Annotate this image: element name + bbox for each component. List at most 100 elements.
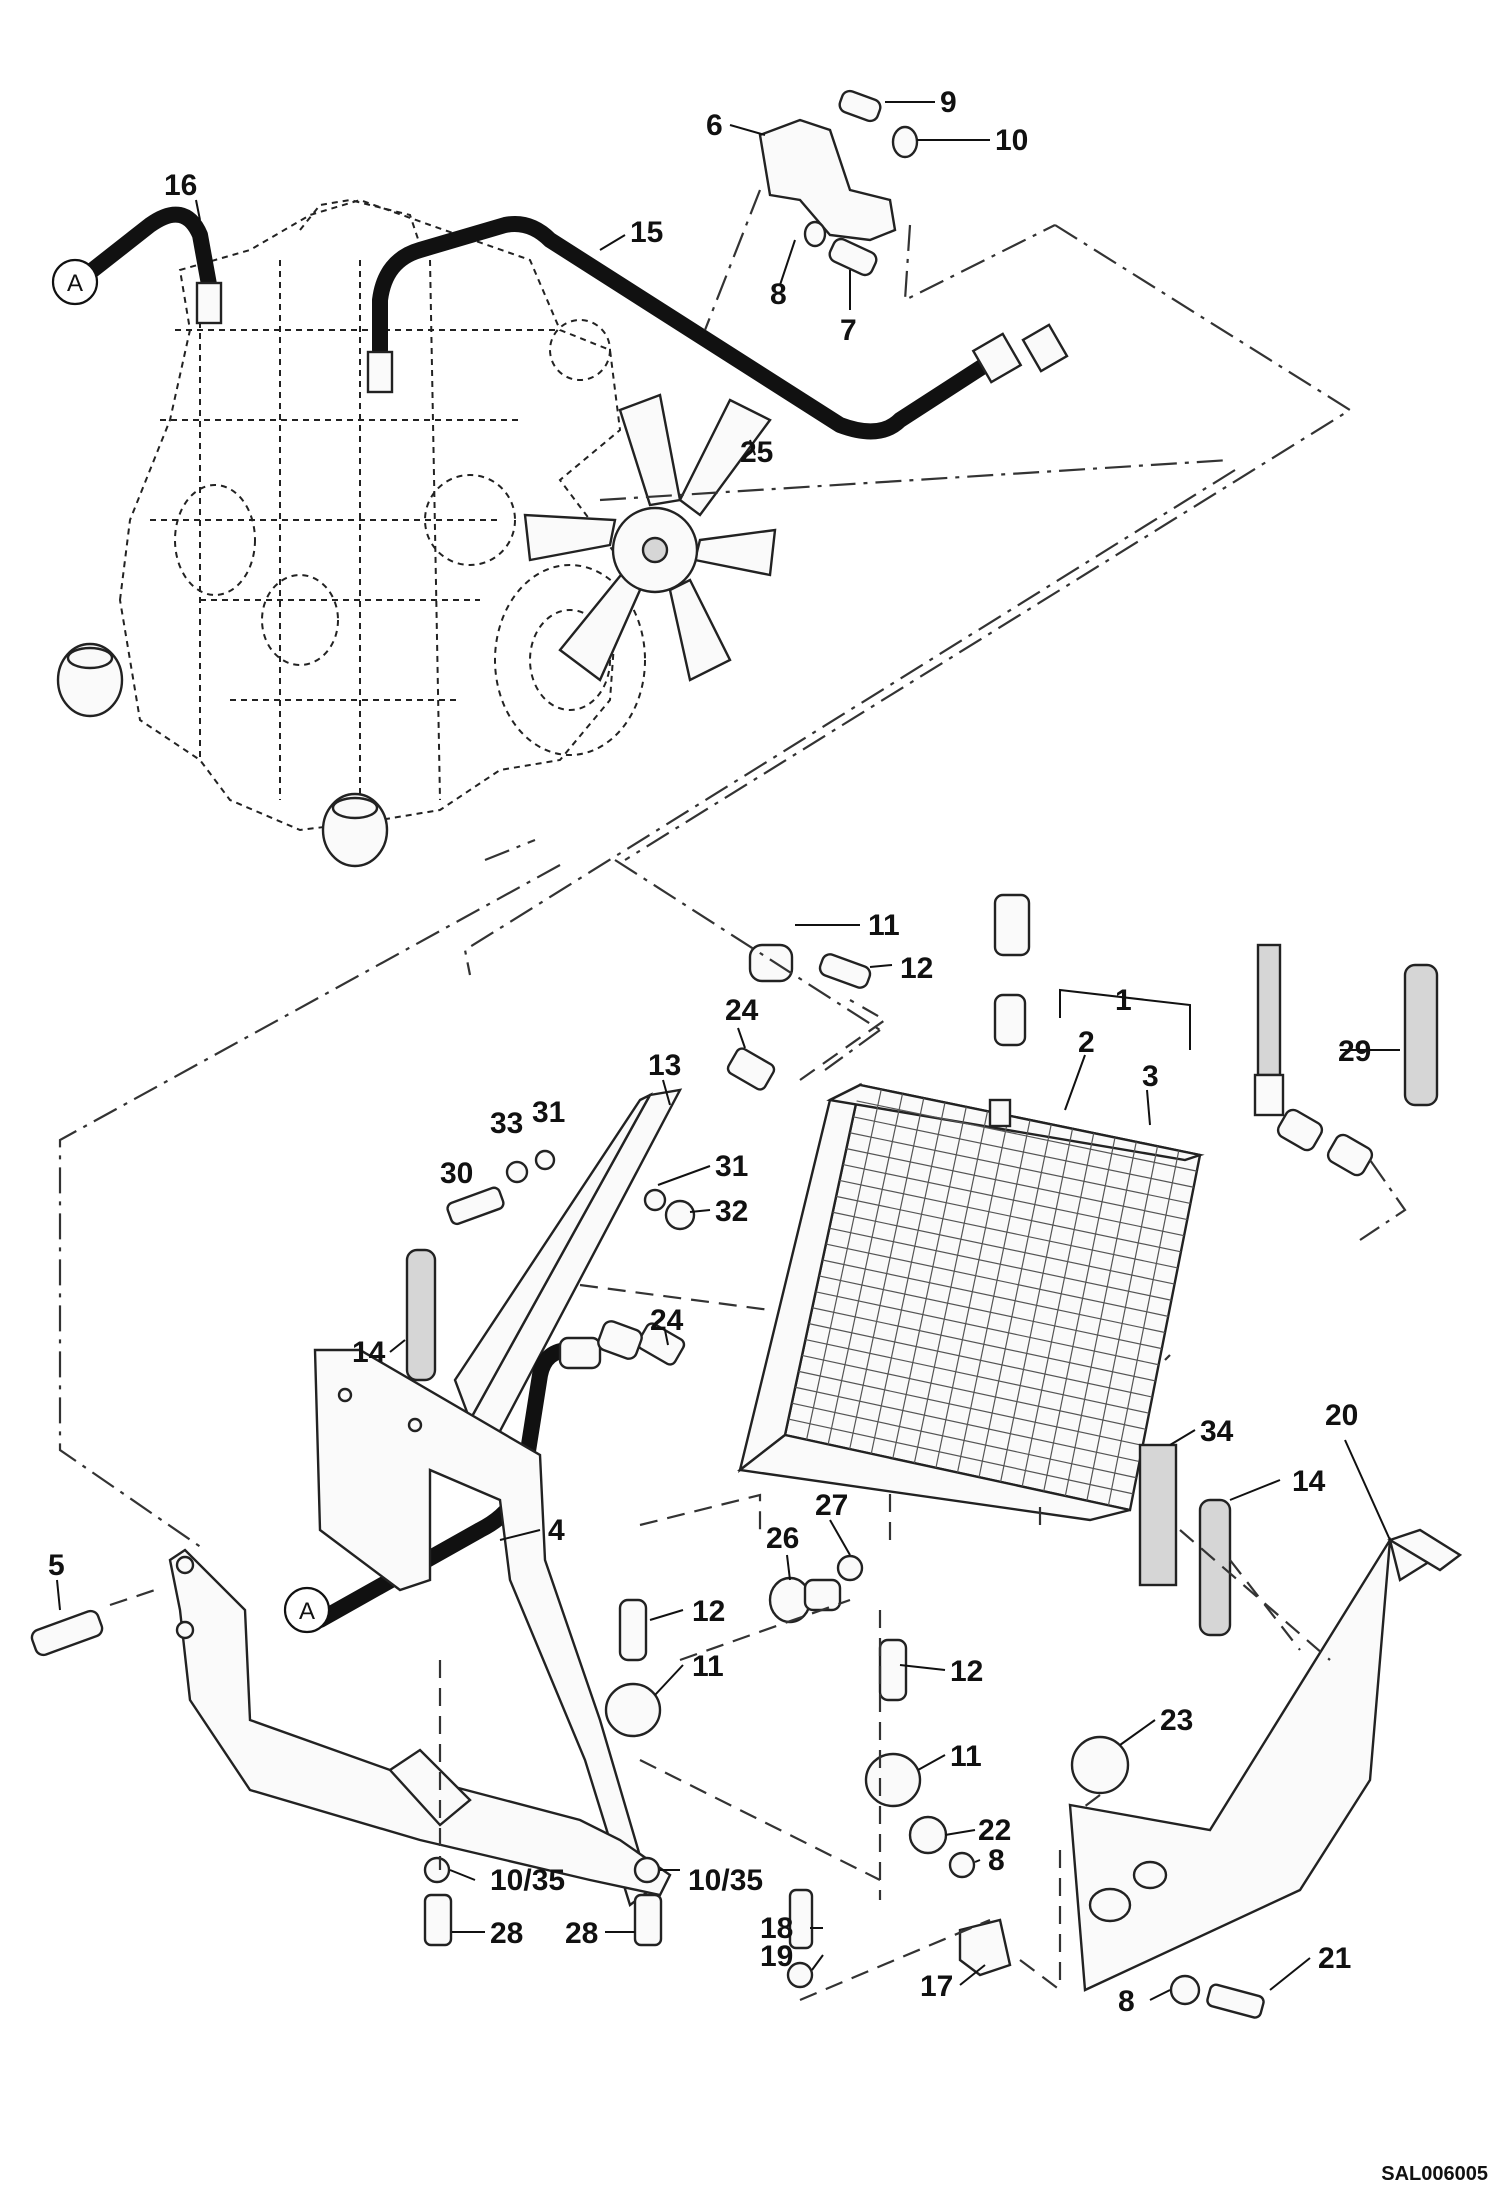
callout-11-middle: 11 xyxy=(692,1650,724,1683)
callout-30: 30 xyxy=(440,1157,473,1190)
svg-text:A: A xyxy=(299,1598,315,1625)
hose-part-15 xyxy=(372,216,993,440)
callout-leaders xyxy=(56,101,1400,2001)
callout-19: 19 xyxy=(760,1940,793,1973)
connector-mark-a-upper: A xyxy=(51,258,99,306)
callout-labels: 16 15 6 9 10 8 7 25 11 12 1 2 3 29 24 13… xyxy=(48,86,1371,2018)
radiator-mesh xyxy=(788,1089,1197,1506)
part-26-body xyxy=(803,1578,842,1612)
callout-10: 10 xyxy=(995,124,1028,157)
callout-3: 3 xyxy=(1142,1060,1159,1093)
mount-part-11-right xyxy=(864,1752,922,1808)
foam-strip-part-29 xyxy=(1403,963,1439,1107)
sensor-part-24-lower xyxy=(636,1322,686,1366)
radiator-mesh-line xyxy=(825,1243,1169,1317)
bolt-part-30 xyxy=(446,1186,505,1226)
washer-part-31-upper xyxy=(534,1149,556,1171)
washer-part-33 xyxy=(505,1160,529,1184)
radiator-mesh-line xyxy=(832,1211,1175,1285)
callout-24-lower: 24 xyxy=(650,1304,684,1337)
radiator-mesh-line xyxy=(791,1402,1137,1479)
callout-31-upper: 31 xyxy=(532,1096,565,1129)
callout-8-right: 8 xyxy=(988,1844,1005,1877)
callout-12-right: 12 xyxy=(950,1655,983,1688)
callout-11-top: 11 xyxy=(868,909,900,942)
sensor-right xyxy=(1326,1133,1374,1177)
callout-27: 27 xyxy=(815,1489,848,1522)
callout-10-35-right: 10/35 xyxy=(688,1864,763,1897)
callout-34: 34 xyxy=(1200,1415,1234,1448)
hose-nut-fitting xyxy=(1021,323,1069,373)
washer-part-8-lower xyxy=(948,1851,976,1879)
callout-24-upper: 24 xyxy=(725,994,759,1027)
callout-28-left: 28 xyxy=(490,1917,523,1950)
hose-fitting xyxy=(366,350,394,394)
radiator-mesh-line xyxy=(829,1227,1172,1301)
callout-12-top: 12 xyxy=(900,952,933,985)
drawing-code: SAL006005 xyxy=(1381,2163,1488,2185)
foam-block-part-34 xyxy=(1138,1443,1178,1587)
callout-9: 9 xyxy=(940,86,957,119)
bolt-part-28-left xyxy=(423,1893,453,1947)
plug-part-23 xyxy=(1070,1735,1130,1795)
radiator-mesh-line xyxy=(818,1275,1162,1350)
washer-part-31-lower xyxy=(643,1188,667,1212)
connector-right xyxy=(1276,1108,1324,1152)
callout-29: 29 xyxy=(1338,1035,1371,1068)
seal-strip-edge xyxy=(453,1092,653,1423)
bolt-part-5 xyxy=(30,1609,104,1657)
callout-18: 18 xyxy=(760,1912,793,1945)
radiator-mesh-line xyxy=(856,1100,1197,1172)
bracket-part-17 xyxy=(958,1918,1012,1977)
callout-14-right: 14 xyxy=(1292,1465,1326,1498)
bolt-part-9 xyxy=(838,89,882,123)
shroud-flange xyxy=(1387,1528,1463,1572)
callout-5: 5 xyxy=(48,1549,65,1582)
callout-32: 32 xyxy=(715,1195,748,1228)
washer-part-10-35-right xyxy=(633,1856,661,1884)
callout-20: 20 xyxy=(1325,1399,1358,1432)
radiator-mesh-line xyxy=(842,1163,1185,1237)
radiator-mesh-line xyxy=(788,1418,1134,1495)
callout-25: 25 xyxy=(740,436,773,469)
hose-elbow-fitting xyxy=(971,332,1023,384)
callout-7: 7 xyxy=(840,314,857,347)
callout-13: 13 xyxy=(648,1049,681,1082)
callout-15: 15 xyxy=(630,216,663,249)
callout-33: 33 xyxy=(490,1107,523,1140)
hose-fitting-right xyxy=(1253,1073,1285,1117)
bolt-part-18 xyxy=(788,1888,814,1950)
callout-10-35-left: 10/35 xyxy=(490,1864,565,1897)
radiator-mesh-line xyxy=(812,1307,1156,1382)
radiator-mesh-line xyxy=(849,1132,1191,1204)
mount-part-11-top xyxy=(748,943,794,983)
radiator-mesh-line xyxy=(798,1370,1143,1447)
sensor-part-24-upper xyxy=(726,1047,776,1091)
washer-part-19 xyxy=(786,1961,814,1989)
elbow-fitting xyxy=(993,893,1031,957)
bolt-part-21 xyxy=(1206,1983,1265,2019)
radiator-mesh-line xyxy=(808,1323,1153,1398)
stud-part-12-right xyxy=(878,1638,908,1702)
callout-17: 17 xyxy=(920,1970,953,2003)
hose-lower-nut xyxy=(597,1320,643,1360)
corrugated-hose xyxy=(1256,943,1282,1077)
callout-31-lower: 31 xyxy=(715,1150,748,1183)
radiator-mesh-line xyxy=(801,1354,1147,1430)
callout-12-middle: 12 xyxy=(692,1595,725,1628)
foam-strip-part-14-right xyxy=(1198,1498,1232,1637)
hose-lower-fitting xyxy=(558,1336,602,1370)
callout-26: 26 xyxy=(766,1522,799,1555)
callout-14-left: 14 xyxy=(352,1336,386,1369)
engine-illustration xyxy=(56,198,777,868)
part-27 xyxy=(836,1554,864,1582)
callout-28-right: 28 xyxy=(565,1917,598,1950)
radiator-mesh-line xyxy=(853,1116,1194,1188)
radiator-mesh-line xyxy=(815,1291,1159,1366)
frame-part-4 xyxy=(168,1348,672,1907)
mount-part-11-middle xyxy=(604,1682,662,1738)
radiator-mesh-line xyxy=(805,1338,1150,1414)
bolt-part-28-right xyxy=(633,1893,663,1947)
